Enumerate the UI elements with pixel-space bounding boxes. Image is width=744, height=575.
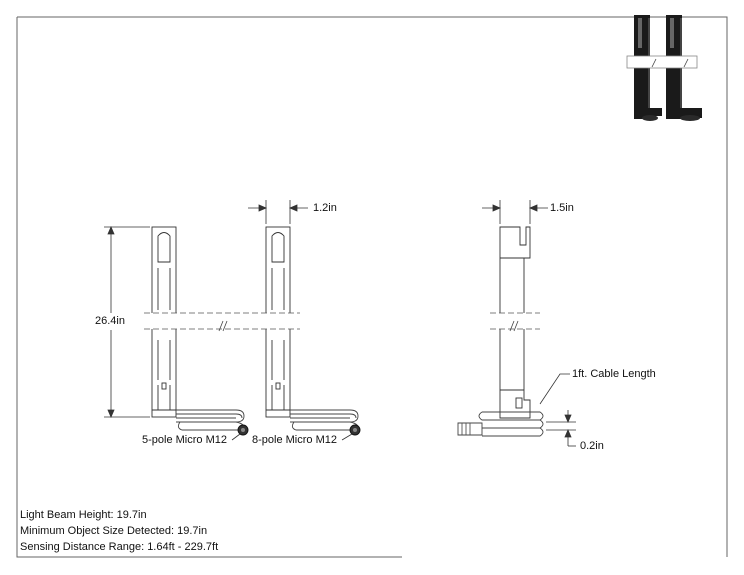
callout-5pole-connector: 5-pole Micro M12 [142, 434, 227, 446]
dimension-front-width [248, 200, 308, 224]
dimension-side-width [482, 200, 548, 224]
dimension-label-cable-offset: 0.2in [580, 440, 604, 452]
spec-min-object-size: Minimum Object Size Detected: 19.7in [20, 525, 208, 537]
cable-coil-5pole [176, 409, 249, 436]
side-cable-coil [457, 411, 544, 437]
dimension-label-side-width: 1.5in [550, 202, 574, 214]
dimension-height [104, 225, 150, 419]
callout-cable-length: 1ft. Cable Length [572, 368, 656, 380]
dimension-label-front-width: 1.2in [313, 202, 337, 214]
front-view-5pole [151, 226, 177, 418]
dimension-label-height: 26.4in [95, 315, 125, 327]
isometric-thumbnail [626, 15, 702, 121]
spec-notes: Light Beam Height: 19.7in Minimum Object… [20, 507, 218, 555]
sheet-border [16, 16, 728, 558]
side-view [499, 226, 531, 419]
leader-lines [231, 373, 570, 441]
cable-coil-8pole [290, 409, 361, 436]
side-break-band [490, 312, 540, 332]
dimension-cable-offset [546, 410, 576, 447]
front-break-band [144, 312, 300, 332]
spec-sensing-range: Sensing Distance Range: 1.64ft - 229.7ft [20, 541, 219, 553]
spec-beam-height: Light Beam Height: 19.7in [20, 509, 147, 521]
callout-8pole-connector: 8-pole Micro M12 [252, 434, 337, 446]
